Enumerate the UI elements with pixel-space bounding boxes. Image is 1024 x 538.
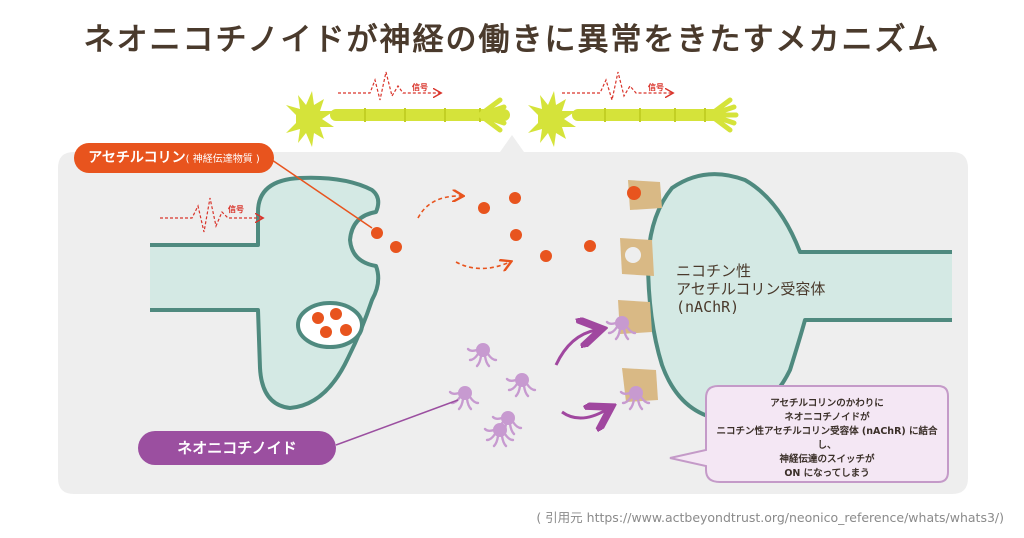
note-text: アセチルコリンのかわりに ネオニコチノイドが ニコチン性アセチルコリン受容体 (… [716, 398, 938, 479]
receptor-label: ニコチン性 アセチルコリン受容体 (nAChR) [676, 262, 826, 316]
neuron-illustration-right [528, 91, 739, 147]
acetylcholine-sublabel: ( 神経伝達物質 ) [185, 154, 260, 165]
binding-arrow-1 [554, 330, 596, 366]
release-arrow-2 [455, 262, 510, 269]
presynaptic-terminal [150, 175, 381, 410]
neonicotinoid-pointer [335, 399, 459, 446]
source-citation: ( 引用元 https://www.actbeyondtrust.org/neo… [536, 510, 1004, 525]
neonicotinoid-label: ネオニコチノイド [138, 431, 336, 465]
release-arrow-1 [417, 196, 462, 219]
synaptic-vesicle [296, 301, 364, 349]
acetylcholine-pointer [271, 159, 373, 229]
signal-label-top-left: 信号 [412, 83, 428, 92]
note-box [669, 385, 949, 483]
signal-label-presynaptic: 信号 [228, 205, 244, 214]
bound-acetylcholine [627, 186, 641, 200]
receptor-pocket [625, 247, 641, 263]
vesicle-acetylcholine [312, 308, 352, 338]
neuron-illustration-left [286, 91, 510, 147]
signal-wave-presynaptic [160, 197, 262, 233]
signal-wave-top-left [338, 71, 440, 101]
page-title: ネオニコチノイドが神経の働きに異常をきたすメカニズム [83, 22, 941, 58]
signal-wave-top-right [562, 71, 672, 101]
binding-arrow-2 [561, 410, 606, 418]
released-acetylcholine [371, 192, 596, 262]
signal-label-top-right: 信号 [648, 83, 664, 92]
acetylcholine-label: アセチルコリン( 神経伝達物質 ) [74, 143, 274, 173]
